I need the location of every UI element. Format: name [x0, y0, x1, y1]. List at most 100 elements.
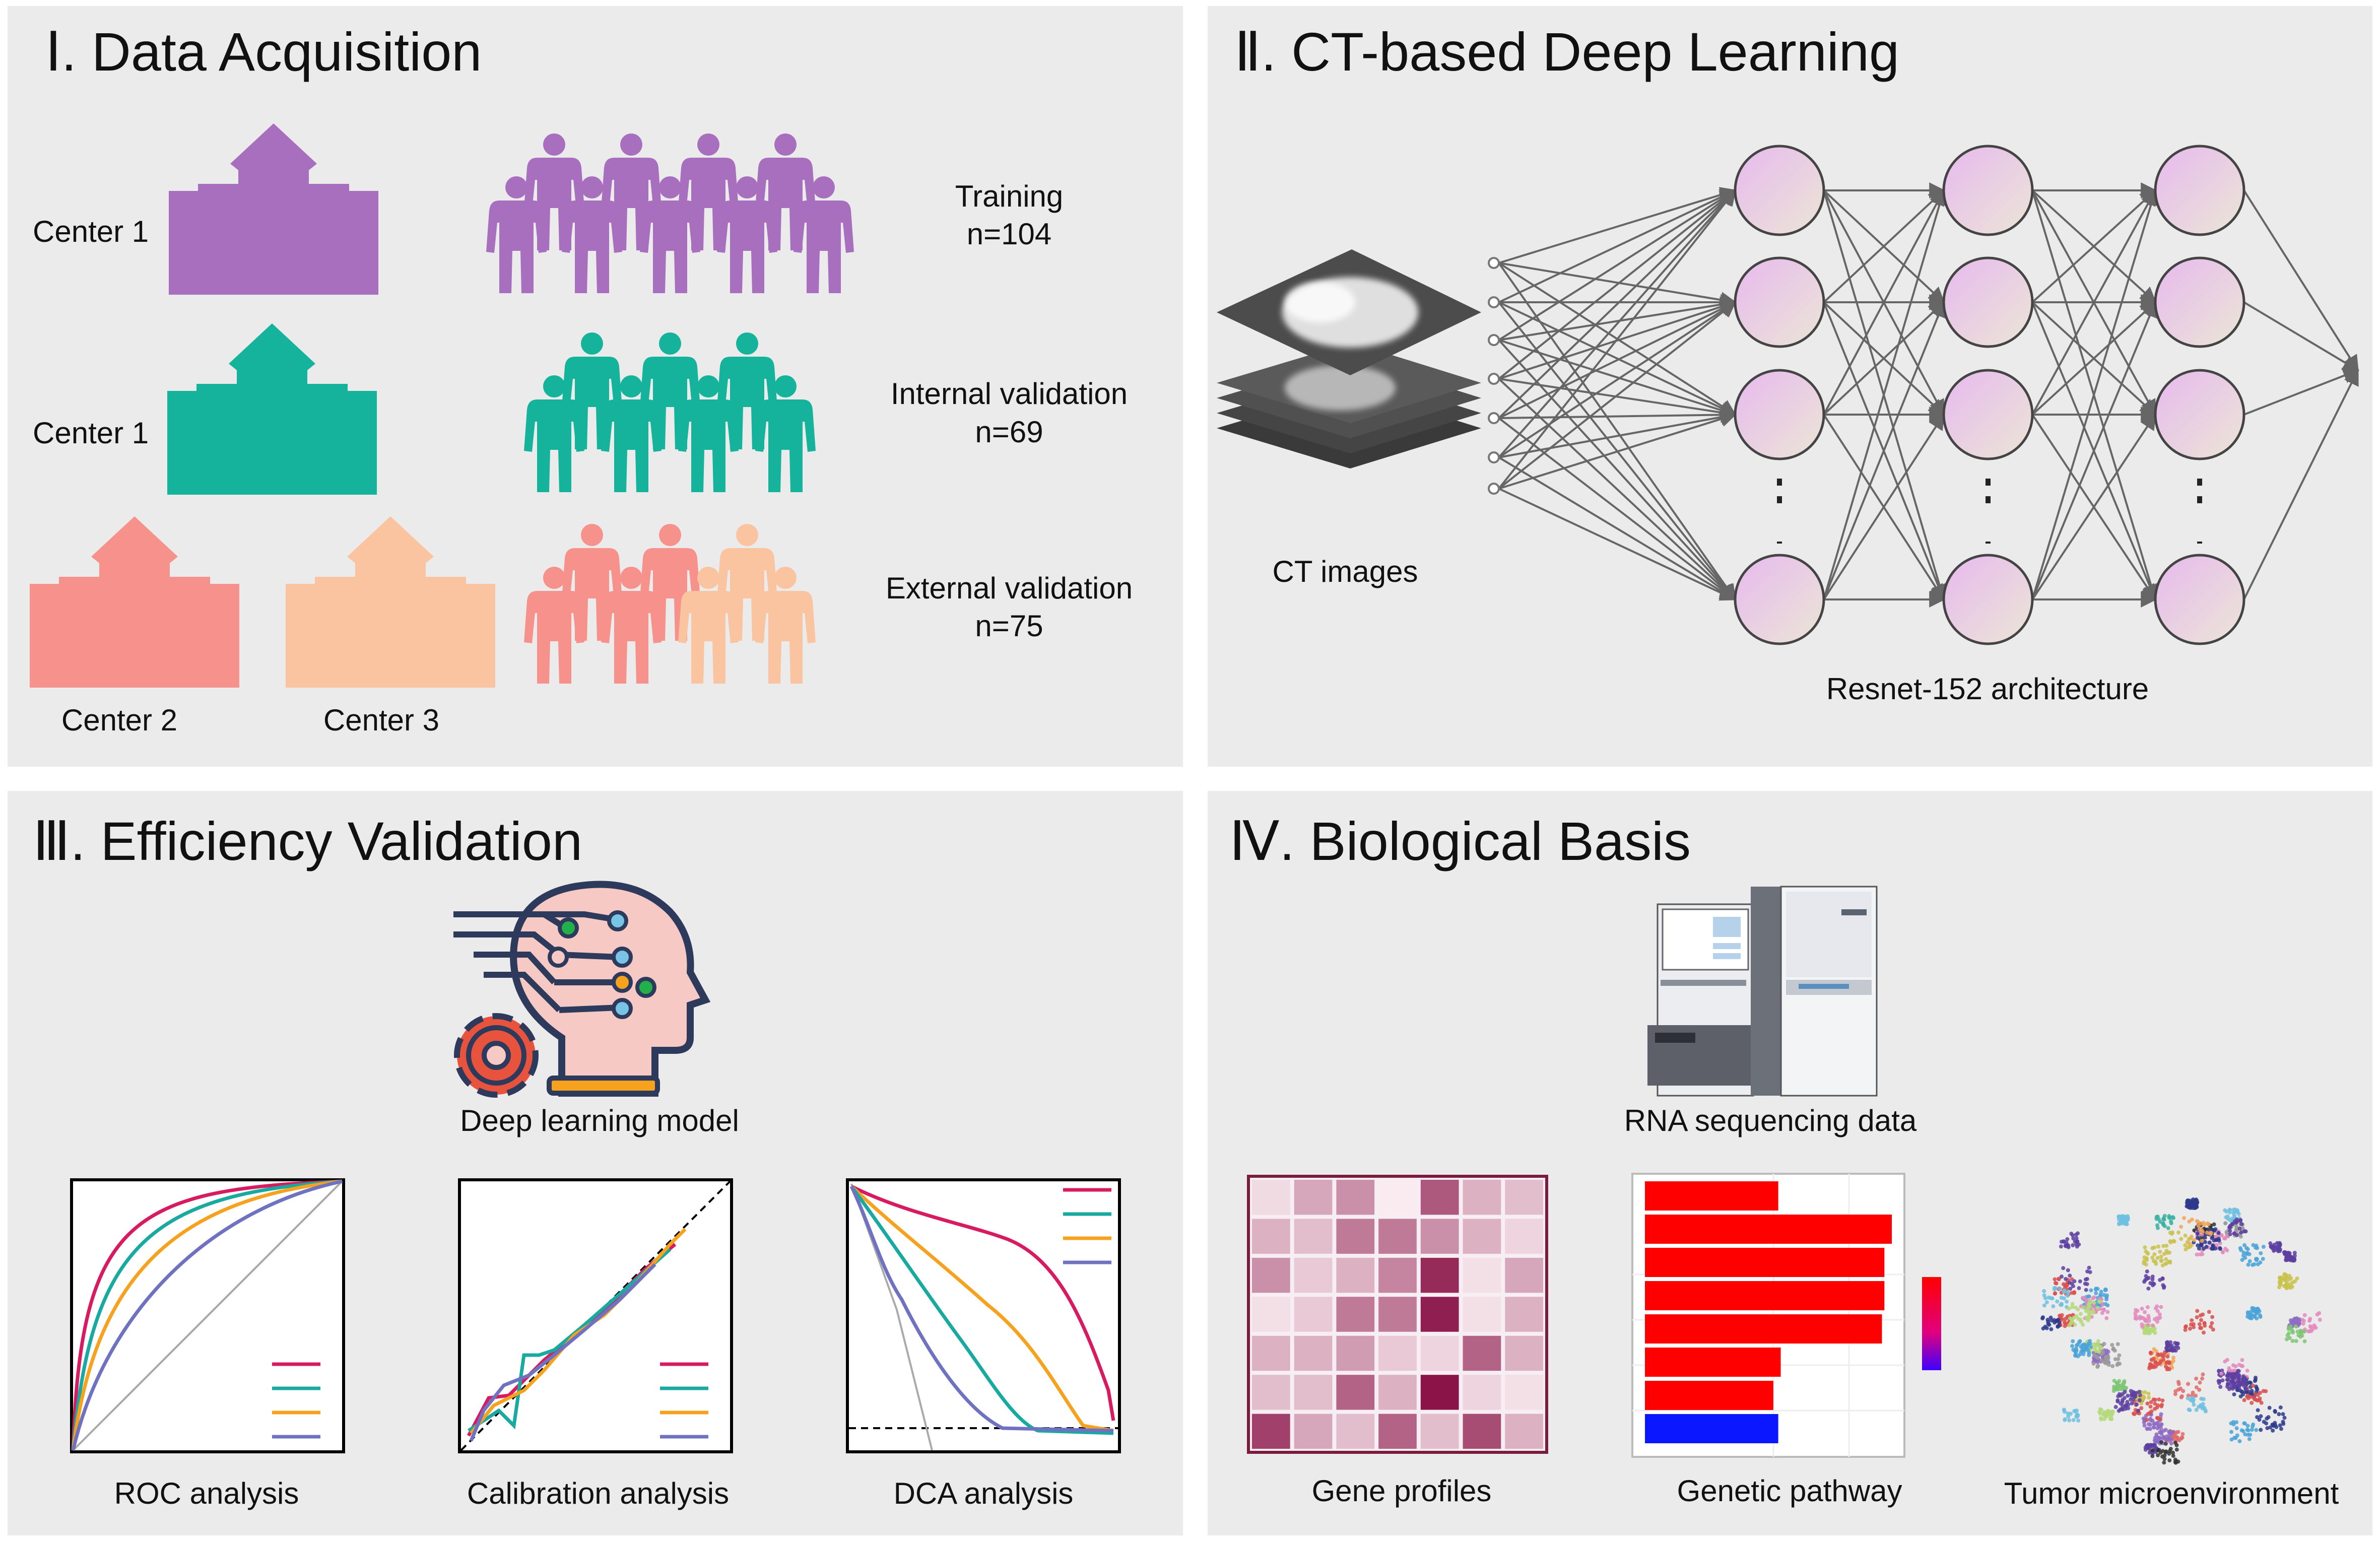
heatmap-cell — [1252, 1257, 1290, 1293]
scatter-point — [2161, 1221, 2165, 1226]
scatter-point — [2042, 1303, 2046, 1308]
scatter-point — [2155, 1319, 2159, 1324]
scatter-point — [2167, 1451, 2171, 1456]
scatter-point — [2183, 1243, 2188, 1248]
cohort-n-internal: n=69 — [975, 415, 1043, 449]
scatter-point — [2268, 1425, 2273, 1430]
scatter-point — [2091, 1301, 2096, 1305]
heatmap-cell — [1336, 1414, 1375, 1449]
scatter-point — [2207, 1310, 2211, 1314]
scatter-point — [2066, 1411, 2070, 1416]
scatter-point — [2187, 1241, 2191, 1245]
network-node — [1942, 256, 2034, 348]
roc-plot — [70, 1178, 345, 1453]
scatter-point — [2147, 1319, 2151, 1323]
scatter-point — [2298, 1331, 2303, 1335]
network-node — [1734, 369, 1825, 460]
scatter-point — [2201, 1330, 2206, 1335]
scatter-point — [2176, 1430, 2180, 1434]
scatter-point — [2234, 1227, 2238, 1231]
cohort-n-training: n=104 — [967, 217, 1052, 251]
scatter-point — [2099, 1290, 2103, 1294]
scatter-point — [2062, 1407, 2066, 1412]
scatter-point — [2071, 1418, 2076, 1422]
scatter-point — [2295, 1276, 2299, 1281]
scatter-point — [2188, 1202, 2193, 1206]
scatter-point — [2113, 1404, 2118, 1409]
scatter-point — [2166, 1226, 2170, 1230]
scatter-point — [2100, 1302, 2105, 1307]
center-label-2: Center 2 — [61, 703, 177, 737]
edge — [1498, 301, 1737, 490]
scatter-point — [2087, 1311, 2092, 1316]
scatter-point — [2126, 1393, 2130, 1398]
scatter-point — [2089, 1345, 2093, 1349]
scatter-point — [2302, 1339, 2307, 1344]
tumor-microenvironment-label: Tumor microenvironment — [2004, 1477, 2339, 1510]
scatter-point — [2216, 1231, 2221, 1235]
tsne-scatter — [2040, 1197, 2322, 1465]
input-point — [1488, 451, 1500, 463]
scatter-point — [2161, 1357, 2166, 1362]
input-point — [1488, 412, 1500, 424]
scatter-point — [2110, 1364, 2115, 1368]
scatter-point — [2138, 1316, 2142, 1321]
scatter-point — [2180, 1432, 2185, 1436]
scatter-point — [2064, 1277, 2068, 1281]
scatter-point — [2085, 1269, 2090, 1273]
scatter-point — [2194, 1407, 2199, 1412]
pathway-bar-chart — [1631, 1173, 1941, 1458]
scatter-point — [2174, 1459, 2178, 1464]
heatmap-cell — [1336, 1335, 1375, 1371]
scatter-point — [2102, 1293, 2106, 1297]
scatter-point — [2199, 1326, 2204, 1330]
scatter-point — [2287, 1273, 2292, 1278]
scatter-point — [2249, 1381, 2253, 1385]
panel-title-1: Ⅰ. Data Acquisition — [45, 21, 482, 82]
scatter-point — [2199, 1396, 2204, 1401]
scatter-point — [2246, 1396, 2251, 1400]
scatter-point — [2095, 1306, 2100, 1310]
scatter-point — [2295, 1329, 2300, 1334]
scatter-point — [2149, 1418, 2153, 1423]
scatter-point — [2191, 1390, 2195, 1395]
roc-curve-teal — [71, 1179, 343, 1451]
scatter-point — [2147, 1331, 2152, 1335]
heatmap-cell — [1505, 1180, 1543, 1215]
edge — [1498, 456, 1737, 600]
scatter-point — [2145, 1418, 2149, 1422]
scatter-point — [2246, 1428, 2251, 1433]
scatter-point — [2138, 1393, 2142, 1397]
scatter-point — [2168, 1240, 2173, 1245]
edge — [1498, 407, 1737, 423]
scatter-point — [2203, 1408, 2208, 1413]
scatter-point — [2234, 1426, 2239, 1431]
deep-learning-model-label: Deep learning model — [460, 1104, 739, 1137]
pathway-bars — [1645, 1181, 1892, 1443]
scatter-point — [2103, 1414, 2108, 1418]
scatter-point — [2158, 1450, 2163, 1455]
scatter-point — [2159, 1402, 2164, 1407]
heatmap-cell — [1378, 1297, 1417, 1332]
scatter-point — [2137, 1389, 2142, 1394]
scatter-point — [2139, 1406, 2144, 1411]
scatter-point — [2155, 1309, 2160, 1313]
heatmap-cell — [1252, 1375, 1290, 1410]
scatter-point — [2105, 1310, 2110, 1314]
scatter-point — [2240, 1389, 2244, 1394]
cohort-name-internal: Internal validation — [891, 377, 1128, 411]
scatter-point — [2188, 1326, 2192, 1331]
edge — [2031, 301, 2157, 600]
ct-slice — [1217, 249, 1481, 375]
scatter-point — [2258, 1390, 2262, 1395]
scatter-point — [2085, 1282, 2089, 1287]
ct-slice — [1217, 343, 1481, 423]
edge — [1498, 378, 1737, 601]
scatter-point — [2192, 1325, 2196, 1329]
network-edges — [1498, 182, 2359, 608]
scatter-point — [2202, 1321, 2207, 1325]
scatter-point — [2076, 1354, 2080, 1359]
scatter-point — [2115, 1363, 2120, 1367]
scatter-point — [2213, 1227, 2218, 1232]
scatter-point — [2055, 1299, 2060, 1304]
